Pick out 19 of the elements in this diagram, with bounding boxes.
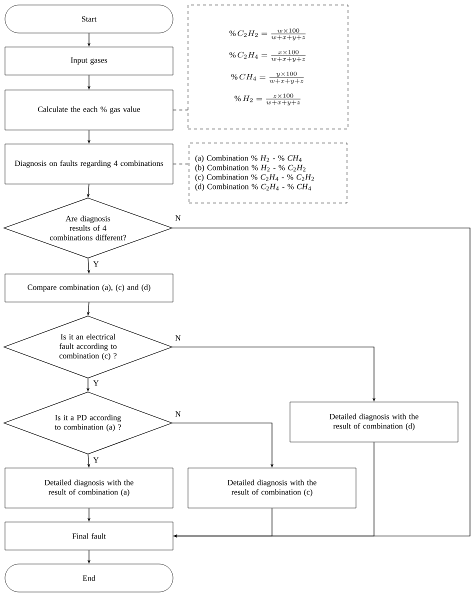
process-box: Diagnosis on faults regarding 4 combinations xyxy=(4,144,174,184)
terminal-box: End xyxy=(4,564,174,592)
formula-box: $\%\, C_2H_2 = \frac{w \times 100}{w+x+y+z}$ $\%\, C_2H_4 = \frac{x \times 100}{w+x+y+z}$ $\%\, CH_4 = \frac{y \times 100}{w+x+y+z}$ $\%\, H_2 = \frac{z \times 100}{w+x+y+z}$ xyxy=(188,4,348,130)
process-box: Final fault xyxy=(4,522,174,550)
edge-label: N xyxy=(175,215,181,221)
edge-label: Y xyxy=(93,261,99,267)
process-box: Detailed diagnosis with the result of combination (a) xyxy=(4,468,174,508)
arrow xyxy=(172,228,470,538)
process-box: Compare combination (a), (c) and (d) xyxy=(4,274,174,302)
process-box: Detailed diagnosis with the result of combination (d) xyxy=(290,402,458,442)
edge-label: Y xyxy=(93,457,99,463)
process-box: Input gases xyxy=(4,46,174,76)
process-box: Detailed diagnosis with the result of combination (c) xyxy=(188,468,356,508)
edge-label: Y xyxy=(93,380,99,386)
edge-label: N xyxy=(175,411,181,417)
edge-label: N xyxy=(175,335,181,341)
note-box: (a) Combination % H$_{2}$ - % CH$_{4}$ (b) Combination % H$_{2}$ - % C$_{2}$H$_{2}$ (c) Combination % C$_{2}$H$_{4}$ - % C$_{2}$H$_{2}$ (d) Combination % C$_{2}$H$_{4}$ - % CH$_{4}$ xyxy=(188,142,348,204)
terminal-box: Start xyxy=(4,4,174,34)
process-box: Calculate the each % gas value xyxy=(4,90,174,130)
